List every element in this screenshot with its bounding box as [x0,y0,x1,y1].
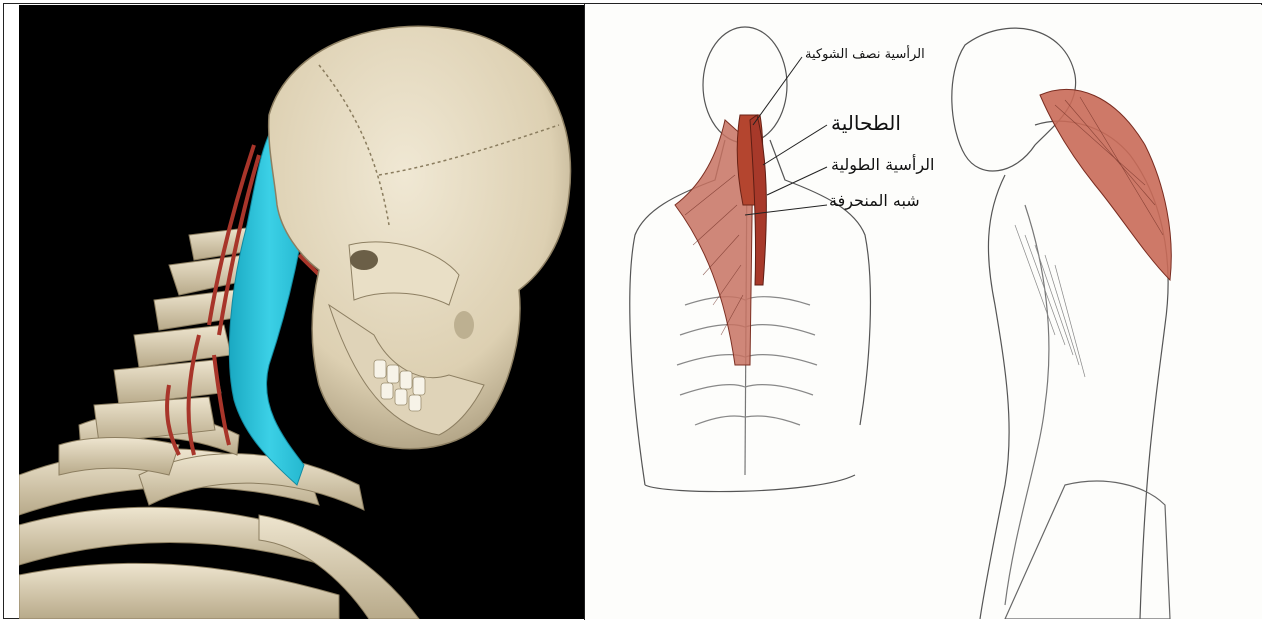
sketch-illustration [585,5,1262,619]
skeleton-3d-image [19,5,584,619]
label-trapezius: شبه المنحرفة [829,191,920,210]
label-splenius: الطحالية [831,111,901,135]
figure-frame: الرأسية نصف الشوكية الطحالية الرأسية الط… [3,3,1262,619]
skeleton-illustration [19,5,584,619]
anatomy-sketch-image: الرأسية نصف الشوكية الطحالية الرأسية الط… [585,5,1262,619]
label-longissimus-capitis: الرأسية الطولية [831,155,934,174]
label-semispinalis-capitis: الرأسية نصف الشوكية [805,47,925,62]
